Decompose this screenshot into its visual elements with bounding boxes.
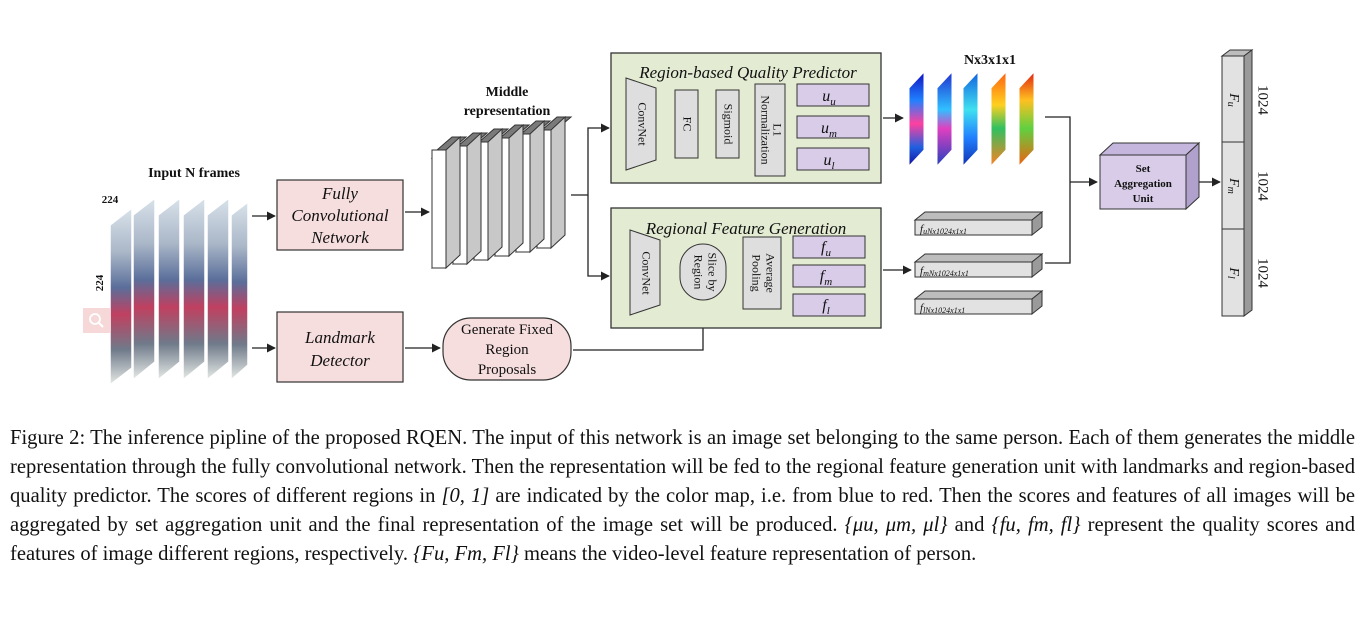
feature-map-upper: fuNx1024x1x1: [913, 210, 1044, 237]
figure-caption: Figure 2: The inference pipline of the p…: [10, 424, 1355, 569]
feature-convnet-block: [629, 229, 661, 316]
quality-l1-label-2: Normalization: [758, 95, 772, 164]
feature-box-middle: [792, 264, 866, 288]
landmark-box: [276, 311, 404, 383]
feature-pool-block: [742, 236, 782, 310]
input-frame-2: [132, 196, 156, 382]
feature-map-middle: fmNx1024x1x1: [913, 252, 1044, 279]
feature-convnet-label: ConvNet: [639, 251, 653, 295]
score-box-upper: [796, 83, 870, 107]
scoremap-label: Nx3x1x1: [964, 53, 1016, 68]
score-box-lower: [796, 147, 870, 171]
svg-text:flNx1024x1x1: flNx1024x1x1: [920, 302, 965, 315]
arrow-middle-to-feature: [587, 195, 610, 281]
caption-F-set: {Fu, Fm, Fl}: [413, 543, 519, 565]
caption-mu-set: {μu, μm, μl}: [844, 514, 948, 536]
heatmap-3: [962, 70, 979, 168]
middle-label-2: representation: [464, 104, 551, 119]
final-feature-upper: Fu: [1225, 92, 1241, 107]
input-frame-4: [182, 196, 206, 382]
heatmap-5: [1018, 70, 1035, 168]
heatmap-1: [908, 70, 925, 168]
feature-middle: fm: [820, 268, 832, 288]
feature-slice-label-2: Region: [691, 255, 705, 290]
feature-box-upper: [792, 235, 866, 259]
svg-text:fmNx1024x1x1: fmNx1024x1x1: [920, 265, 969, 278]
score-lower: ul: [823, 152, 834, 172]
quality-l1-block: [754, 83, 786, 177]
final-feature-vector: [1220, 49, 1254, 317]
final-dim-lower: 1024: [1255, 258, 1271, 289]
quality-sigmoid-block: [715, 89, 740, 159]
feature-box-lower: [792, 293, 866, 317]
feature-slice-block: [679, 243, 727, 301]
middle-representation-maps: [430, 115, 573, 270]
final-feature-middle: Fm: [1225, 177, 1241, 194]
fcn-label-1: Fully: [321, 184, 358, 203]
line-scores-to-set: [1045, 116, 1071, 182]
heatmap-4: [990, 70, 1007, 168]
quality-convnet-label: ConvNet: [635, 102, 649, 146]
search-icon[interactable]: [83, 308, 110, 333]
region-proposals-label-2: Region: [485, 342, 529, 358]
input-title: Input N frames: [148, 166, 240, 181]
fcn-label-2: Convolutional: [291, 206, 389, 225]
quality-sigmoid-label: Sigmoid: [721, 104, 735, 145]
set-aggregation-unit: Set Aggregation Unit: [1098, 141, 1201, 211]
caption-part-5: means the video-level feature representa…: [518, 543, 977, 565]
final-dim-middle: 1024: [1255, 171, 1271, 202]
caption-f-set: {fu, fm, fl}: [991, 514, 1081, 536]
score-upper: uu: [822, 88, 836, 108]
input-frames: [109, 196, 249, 387]
score-heatmaps: [908, 70, 1035, 168]
score-box-middle: [796, 115, 870, 139]
input-frame-6: [230, 200, 249, 382]
svg-text:Aggregation: Aggregation: [1114, 178, 1172, 190]
quality-convnet-block: [625, 77, 657, 171]
final-feature-lower: Fl: [1225, 266, 1241, 279]
caption-part-4: represent the quality scores and feature…: [10, 514, 1356, 565]
rqen-pipeline-diagram: Input N frames 224 224 Fully Convolution…: [83, 49, 1271, 387]
svg-text:Unit: Unit: [1133, 193, 1154, 205]
input-frame-3: [157, 196, 181, 382]
input-frame-5: [206, 196, 230, 382]
region-proposals-label-1: Generate Fixed: [461, 322, 554, 338]
feature-slice-label-1: Slice by: [705, 253, 719, 292]
caption-part-2: are indicated by the color map, i.e. fro…: [10, 485, 1356, 536]
feature-map-lower: flNx1024x1x1: [913, 289, 1044, 316]
middle-label-1: Middle: [486, 85, 529, 100]
caption-interval: [0, 1]: [441, 485, 490, 507]
final-dim-upper: 1024: [1255, 85, 1271, 116]
region-proposals-box: [442, 317, 572, 381]
line-features-to-set: [1045, 182, 1071, 264]
arrow-middle-to-quality: [587, 123, 610, 195]
quality-fc-label: FC: [680, 117, 694, 132]
quality-l1-label-1: L1: [770, 123, 784, 136]
feature-pool-label-2: Pooling: [749, 254, 763, 291]
heatmap-2: [936, 70, 953, 168]
input-dim-top: 224: [102, 194, 119, 206]
feature-pool-label-1: Average: [763, 253, 777, 293]
feature-generation-title: Regional Feature Generation: [645, 219, 847, 238]
feature-upper: fu: [821, 239, 831, 259]
svg-text:fuNx1024x1x1: fuNx1024x1x1: [920, 223, 967, 236]
caption-part-1: Figure 2: The inference pipline of the p…: [10, 427, 1355, 507]
input-frame-1: [109, 206, 133, 387]
landmark-label-2: Detector: [309, 351, 370, 370]
quality-fc-block: [674, 89, 699, 159]
score-middle: um: [821, 120, 837, 140]
feature-lower: fl: [822, 297, 830, 317]
fcn-box: [276, 179, 404, 251]
svg-text:Set: Set: [1136, 163, 1151, 175]
fcn-label-3: Network: [310, 228, 369, 247]
region-proposals-label-3: Proposals: [478, 362, 537, 378]
caption-part-3: and: [947, 514, 992, 536]
quality-predictor-title: Region-based Quality Predictor: [638, 63, 857, 82]
input-dim-side: 224: [94, 274, 106, 291]
landmark-label-1: Landmark: [304, 328, 375, 347]
